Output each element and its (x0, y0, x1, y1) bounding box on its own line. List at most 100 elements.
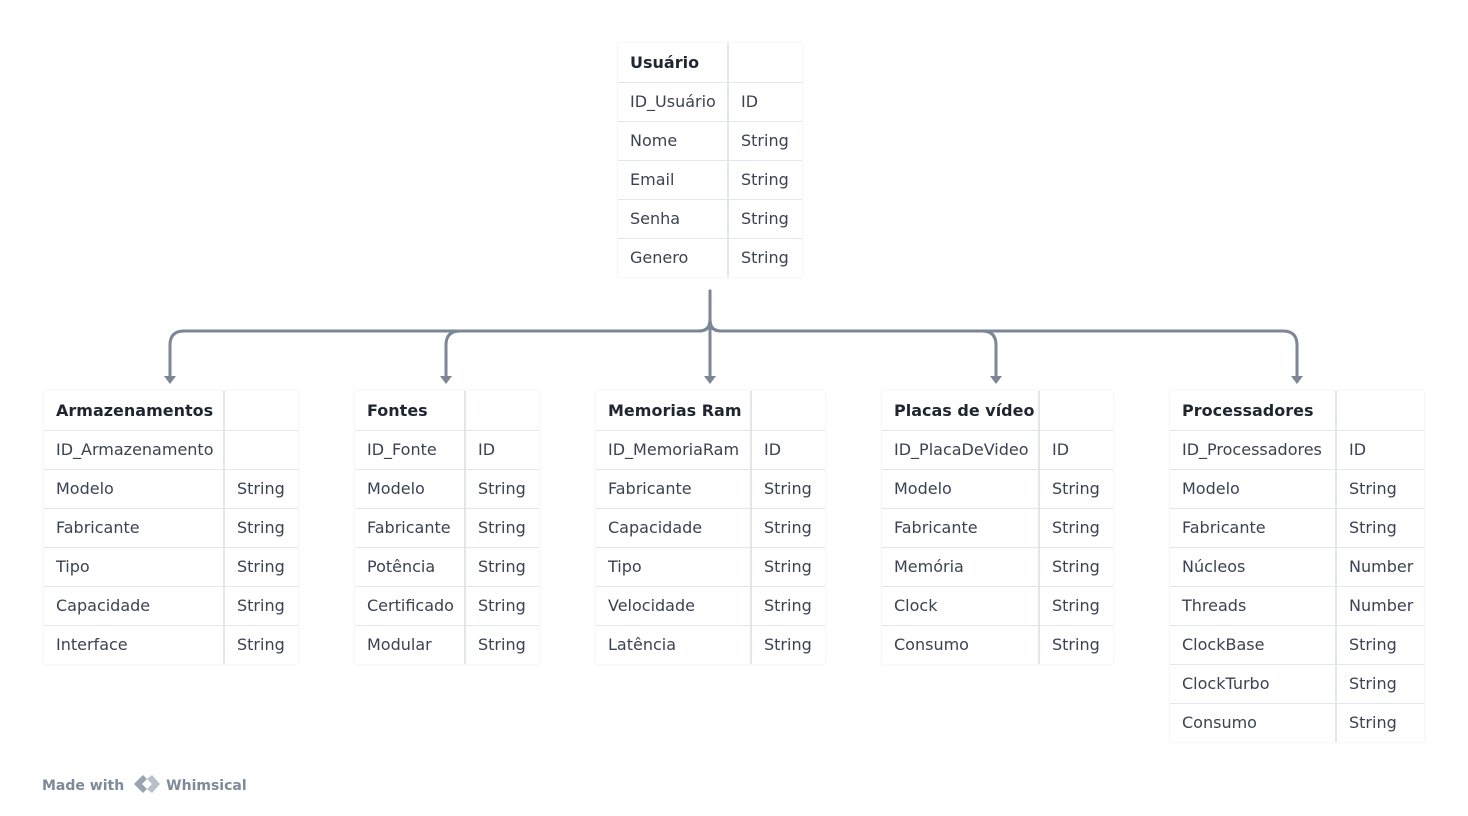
field-name: ClockBase (1170, 625, 1337, 665)
field-name: Capacidade (596, 508, 752, 548)
field-type: String (751, 508, 825, 548)
field-type: Number (1336, 586, 1424, 626)
field-row[interactable]: Interface String (44, 625, 298, 664)
footer-attribution[interactable]: Made with Whimsical (42, 773, 247, 799)
field-type: String (224, 508, 298, 548)
entity-title: Armazenamentos (44, 391, 225, 431)
entity-header-empty-cell (1336, 391, 1424, 431)
field-name: ID_Usuário (618, 82, 729, 122)
field-type: String (1039, 508, 1113, 548)
entity-title: Processadores (1170, 391, 1337, 431)
field-name: Memória (882, 547, 1040, 587)
field-type: String (728, 199, 802, 239)
field-name: Fabricante (355, 508, 466, 548)
field-type: String (478, 635, 526, 655)
entity-header-empty-cell (224, 391, 298, 431)
arrowhead-processadores (1291, 376, 1303, 384)
field-type: String (751, 547, 825, 587)
field-type: String (1039, 469, 1113, 509)
field-name: Modelo (882, 469, 1040, 509)
field-type: String (741, 248, 789, 268)
field-type: String (465, 547, 539, 587)
field-name: Consumo (882, 625, 1040, 664)
field-row[interactable]: Genero String (618, 238, 802, 277)
field-name: Genero (618, 238, 729, 277)
entity-header-empty-cell (751, 391, 825, 431)
field-name: Modular (355, 625, 466, 664)
field-row[interactable]: ID_Armazenamento (44, 430, 298, 470)
field-name: ID_PlacaDeVideo (882, 430, 1040, 470)
field-name: Latência (596, 625, 752, 664)
field-type: String (1039, 547, 1113, 587)
arrowhead-memorias (704, 376, 716, 384)
field-type: String (224, 547, 298, 587)
field-name: ID_Processadores (1170, 430, 1337, 470)
field-type: Number (1336, 547, 1424, 587)
field-type (224, 430, 298, 470)
field-type: String (764, 635, 812, 655)
entity-title: Fontes (355, 391, 466, 431)
field-type: String (1349, 713, 1397, 733)
entity-header-row: Processadores (1170, 391, 1424, 431)
field-name: ID_Fonte (355, 430, 466, 470)
entity-header-row: Armazenamentos (44, 391, 298, 431)
field-name: Modelo (44, 469, 225, 509)
field-type: String (1336, 469, 1424, 509)
field-row[interactable]: Latência String (596, 625, 825, 664)
field-type: ID (1336, 430, 1424, 470)
connector-usuario-processadores (708, 318, 1299, 380)
whimsical-logo-icon (132, 773, 162, 799)
entity-title: Memorias Ram (596, 391, 752, 431)
field-row[interactable]: Modular String (355, 625, 539, 664)
field-type: String (237, 635, 285, 655)
field-name: Modelo (355, 469, 466, 509)
field-name: ClockTurbo (1170, 664, 1337, 704)
entity-header-row: Usuário (618, 43, 802, 83)
field-type: String (1336, 508, 1424, 548)
field-name: Capacidade (44, 586, 225, 626)
field-type: String (1336, 664, 1424, 704)
entity-header-row: Fontes (355, 391, 539, 431)
field-name: Interface (44, 625, 225, 664)
